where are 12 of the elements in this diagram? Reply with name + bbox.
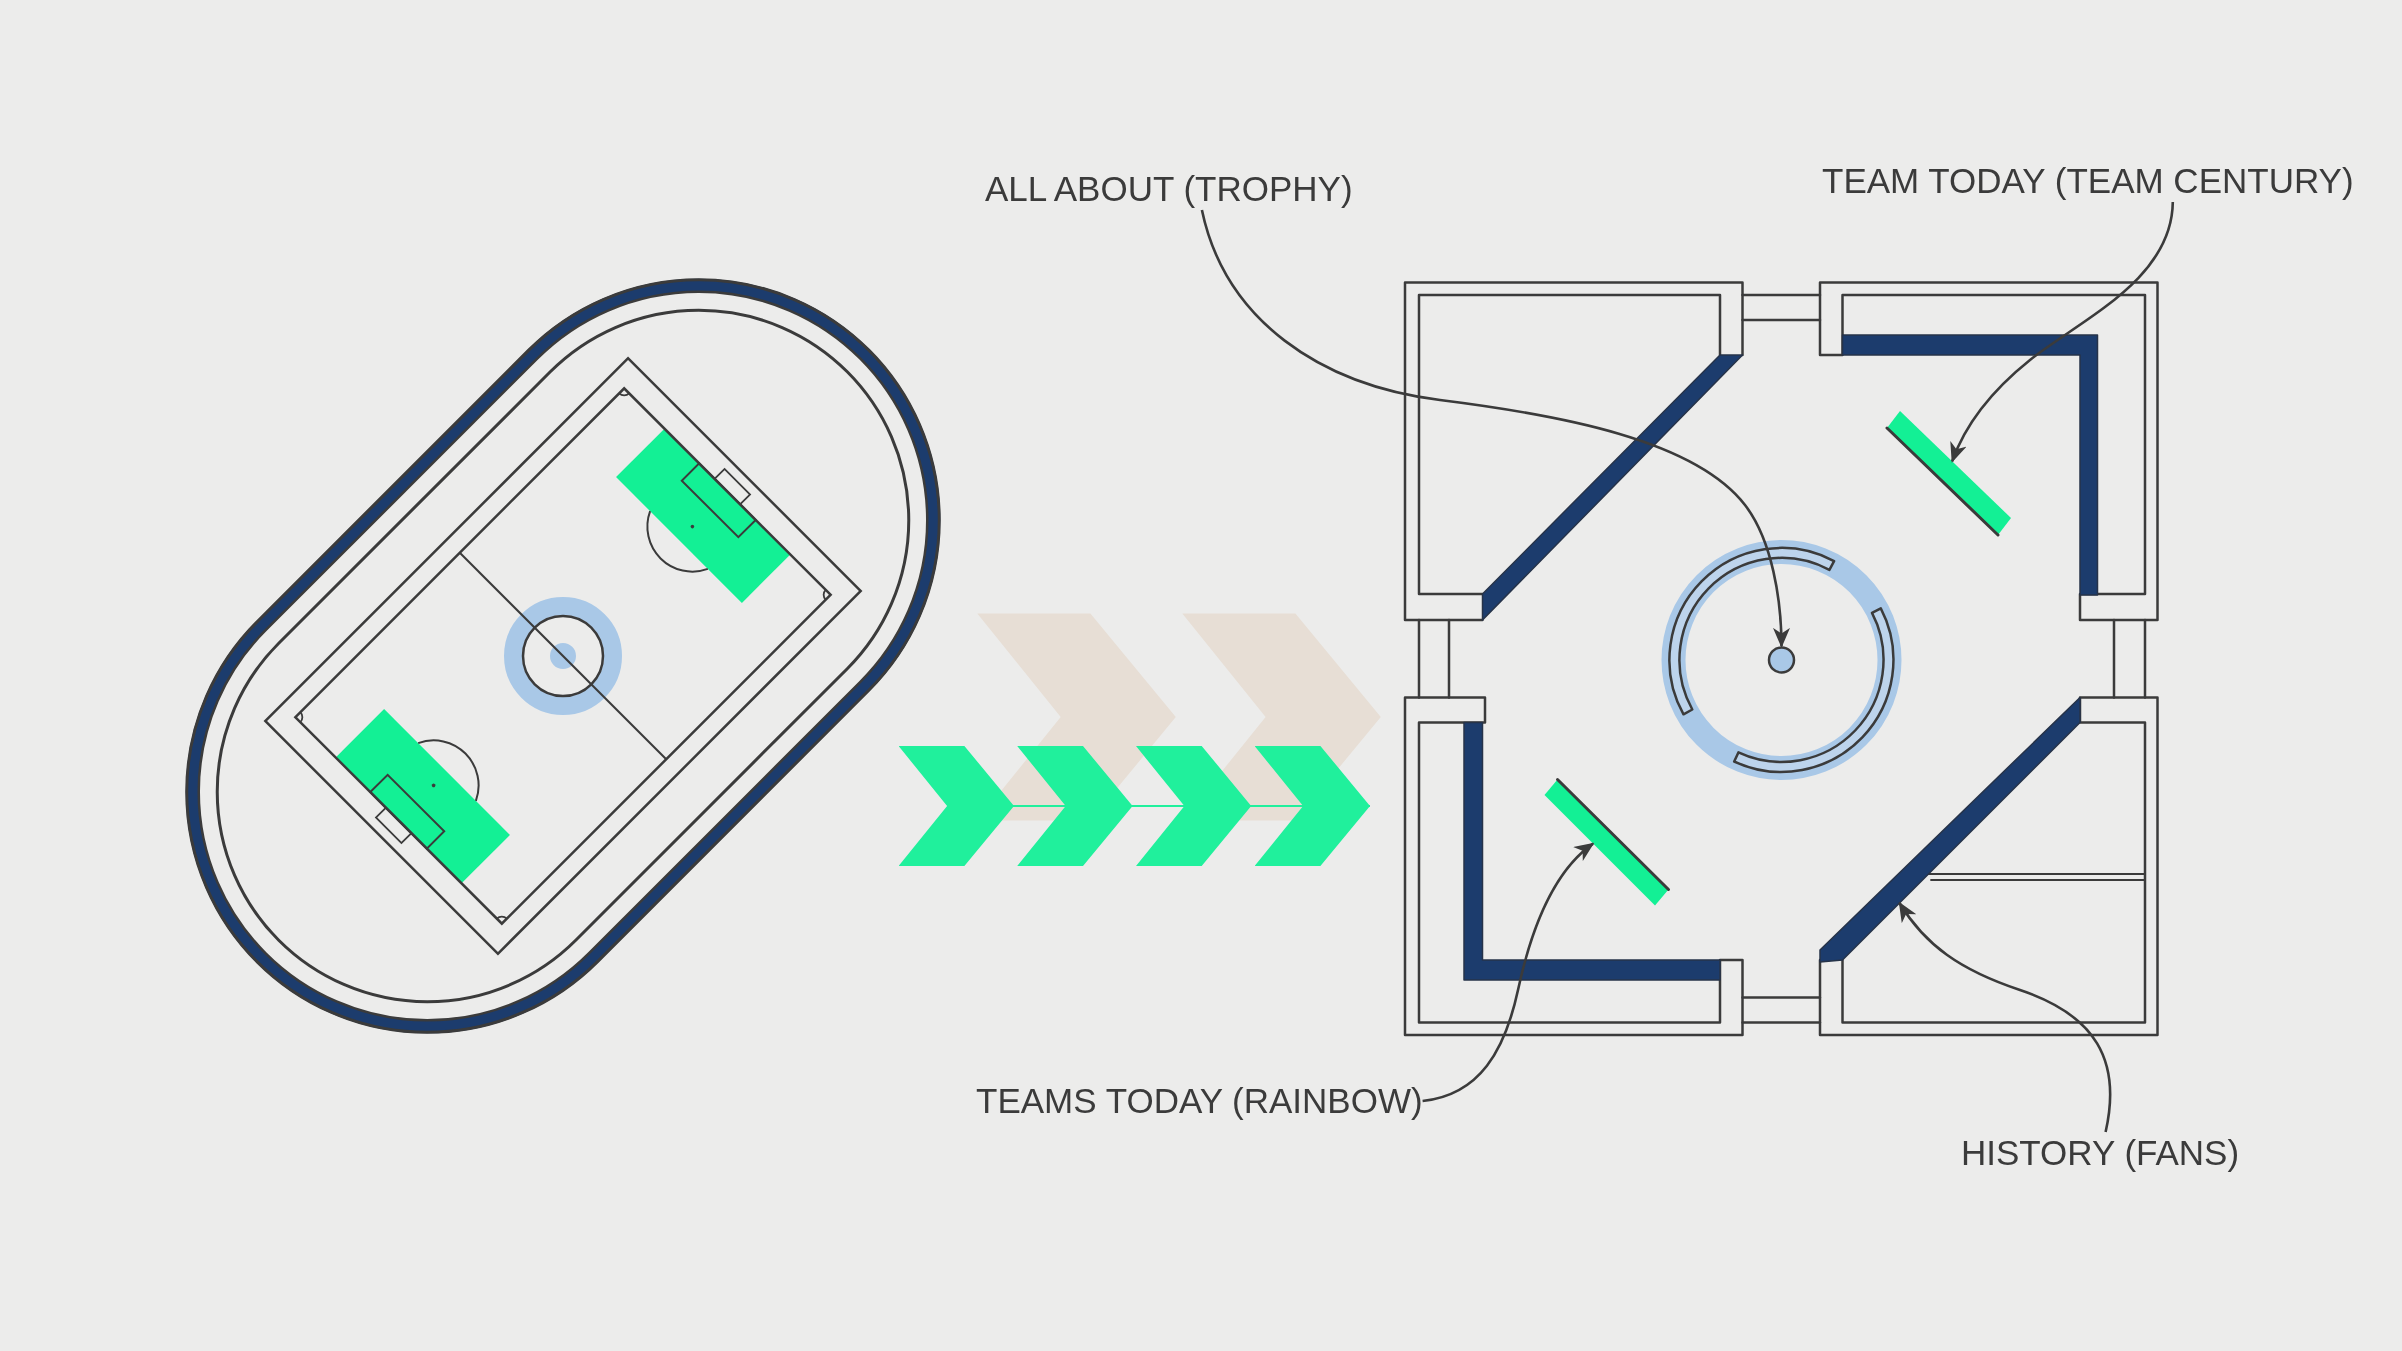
exhibit-label: TEAM TODAY (TEAM CENTURY) xyxy=(1822,160,2354,202)
display-panel xyxy=(1544,778,1670,906)
leader-arrow xyxy=(1200,209,1790,648)
exhibit-label: TEAMS TODAY (RAINBOW) xyxy=(976,1080,1423,1122)
display-panel xyxy=(1885,411,2011,537)
exhibit-label: ALL ABOUT (TROPHY) xyxy=(985,168,1353,210)
leader-arrow xyxy=(1950,201,2175,463)
leader-arrow xyxy=(1898,901,2112,1133)
glass-wall xyxy=(1819,696,2081,963)
exhibit-label: HISTORY (FANS) xyxy=(1961,1132,2240,1174)
pedestal-marker xyxy=(1767,646,1796,674)
leader-arrow xyxy=(1422,842,1595,1103)
